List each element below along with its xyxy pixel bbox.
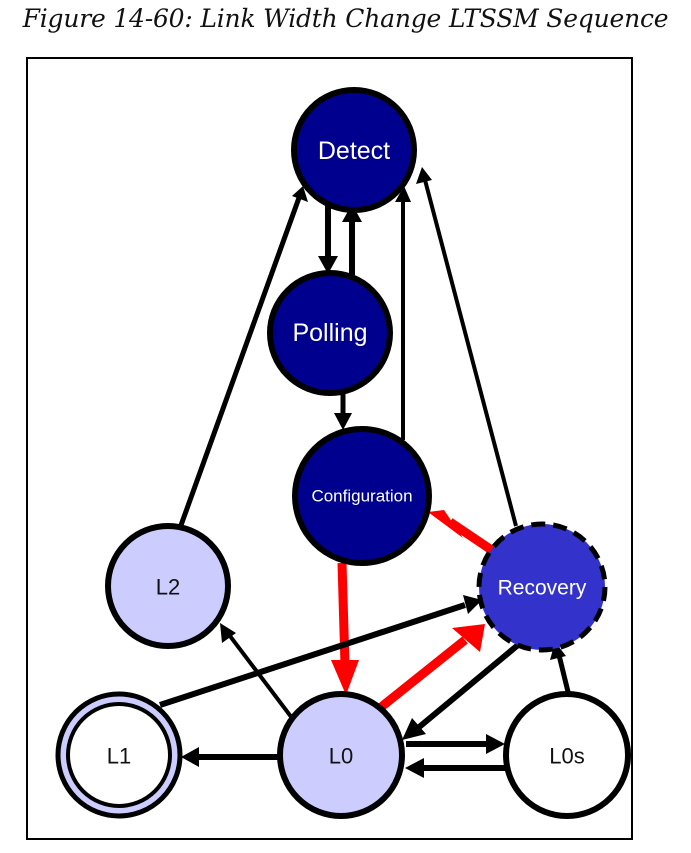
state-polling: Polling	[267, 270, 393, 396]
figure-caption: Figure 14-60: Link Width Change LTSSM Se…	[22, 4, 669, 33]
state-configuration: Configuration	[292, 426, 432, 566]
state-label-detect: Detect	[318, 137, 390, 165]
arrowhead-l0s-to-l0	[405, 758, 424, 778]
state-label-configuration: Configuration	[311, 487, 412, 506]
diagram-frame	[26, 57, 633, 840]
arrowhead-polling-to-detect	[342, 204, 362, 222]
state-l1: L1	[55, 691, 183, 819]
state-detect: Detect	[291, 87, 417, 213]
arrowhead-polling-to-configuration	[334, 413, 352, 430]
arrow-l1-to-recovery	[159, 602, 466, 708]
arrowhead-l0-to-l2	[220, 623, 236, 643]
arrowhead-l0-to-l0s	[486, 734, 505, 754]
state-label-polling: Polling	[292, 319, 367, 347]
arrowhead-recovery-to-l0	[402, 718, 426, 740]
arrowhead-recovery-to-detect	[416, 167, 432, 184]
arrowhead-l0-to-l1	[181, 747, 199, 767]
arrow-recovery-to-configuration-highlight	[447, 518, 496, 555]
arrow-recovery-to-l0	[416, 642, 520, 731]
arrow-configuration-to-l0-highlight	[337, 562, 350, 666]
state-label-l2: L2	[156, 575, 180, 600]
state-l2: L2	[105, 523, 231, 649]
arrowhead-configuration-to-l0-highlight	[331, 660, 359, 695]
arrowhead-l0-to-recovery-highlight	[452, 624, 485, 652]
state-label-recovery: Recovery	[498, 577, 587, 600]
arrowhead-l2-to-detect	[292, 186, 308, 202]
state-label-l1: L1	[107, 744, 131, 769]
state-label-l0: L0	[329, 744, 353, 769]
arrow-l2-to-detect	[177, 194, 303, 529]
arrowhead-detect-to-polling	[318, 256, 338, 274]
arrow-l0-to-recovery-highlight	[377, 636, 468, 712]
arrow-recovery-to-detect	[423, 179, 518, 527]
state-recovery: Recovery	[476, 521, 608, 653]
arrowhead-l1-to-recovery	[463, 595, 482, 614]
arrowhead-configuration-to-detect	[395, 186, 411, 202]
state-l0: L0	[277, 691, 405, 819]
state-l0s: L0s	[503, 691, 631, 819]
arrow-l0-to-l2	[228, 634, 294, 720]
arrowhead-recovery-to-configuration-highlight	[428, 510, 463, 538]
state-label-l0s: L0s	[549, 744, 584, 769]
